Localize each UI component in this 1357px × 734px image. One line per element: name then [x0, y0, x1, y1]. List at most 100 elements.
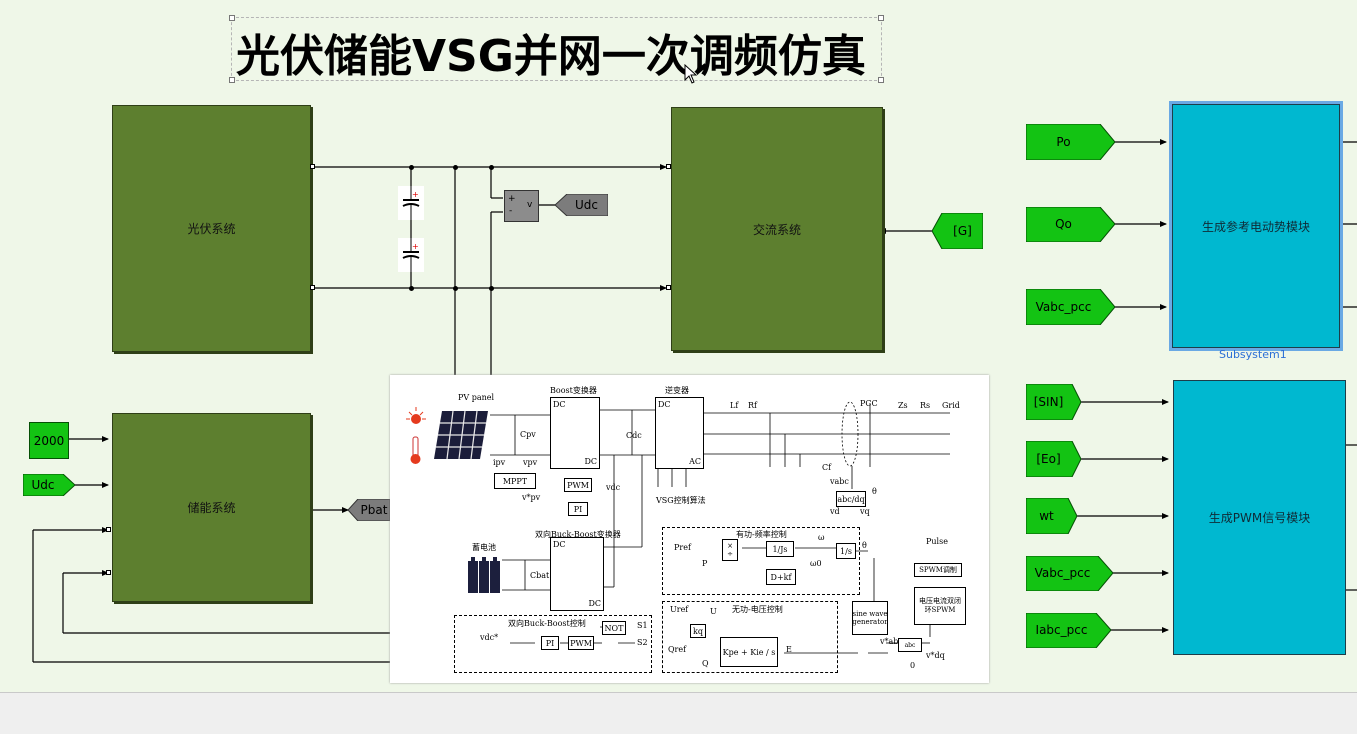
from-wt[interactable]: wt	[1026, 498, 1077, 534]
damping-box: D+kf	[766, 569, 796, 585]
voltage-control-label: 无功-电压控制	[732, 605, 783, 614]
subsystem1-block[interactable]: 生成参考电动势模块	[1169, 101, 1343, 351]
model-title: 光伏储能VSG并网一次调频仿真	[236, 31, 866, 82]
boost-label: Boost变换器	[550, 386, 597, 395]
from-g-label: [G]	[953, 224, 972, 238]
from-qo-label: Qo	[1055, 217, 1072, 231]
port[interactable]	[666, 164, 671, 169]
storage-system-block[interactable]: 储能系统	[112, 413, 311, 602]
uref-label: Uref	[670, 605, 689, 614]
resize-handle[interactable]	[878, 77, 884, 83]
mppt-box: MPPT	[494, 473, 536, 489]
voltage-measurement-block[interactable]: + - v	[504, 190, 539, 222]
ac-system-label: 交流系统	[752, 222, 801, 237]
goto-udc[interactable]: Udc	[555, 194, 608, 216]
pi-box-2: PI	[541, 636, 559, 650]
title-annotation[interactable]: 光伏储能VSG并网一次调频仿真	[229, 15, 884, 83]
spwm-label: SPWM调制	[919, 566, 957, 574]
from-iabc-pcc-label: Iabc_pcc	[1035, 623, 1088, 637]
v-label: v	[527, 200, 533, 210]
rf-label: Rf	[748, 401, 757, 410]
battery-label: 蓄电池	[472, 543, 496, 552]
sine-label: sine wave generator	[852, 610, 888, 626]
svg-text:+: +	[412, 242, 419, 251]
e-label: E	[786, 645, 792, 654]
capacitor-block[interactable]: +	[398, 238, 424, 272]
constant-value: 2000	[33, 433, 65, 448]
constant-2000[interactable]: 2000	[29, 422, 69, 459]
frequency-control-label: 有功-频率控制	[736, 530, 787, 539]
kq-label: kq	[693, 626, 703, 636]
grid-label: Grid	[942, 401, 960, 410]
from-po[interactable]: Po	[1026, 124, 1115, 160]
pi-label: PI	[573, 504, 583, 514]
junction-dot	[489, 165, 494, 170]
cpv-label: Cpv	[520, 430, 536, 439]
subsystem1-label: 生成参考电动势模块	[1201, 219, 1310, 234]
from-po-label: Po	[1056, 135, 1071, 149]
cf-label: Cf	[822, 463, 832, 472]
from-g[interactable]: [G]	[932, 213, 983, 249]
dc-label: DC	[553, 540, 566, 549]
junction-dot	[409, 286, 414, 291]
frequency-control-frame	[662, 527, 860, 595]
junction-dot	[453, 286, 458, 291]
goto-pbat-label: Pbat	[360, 503, 388, 517]
goto-pbat[interactable]: Pbat	[348, 499, 390, 521]
theta-label: θ	[862, 541, 867, 550]
s1-label: S1	[637, 621, 648, 630]
omega0-label: ω0	[810, 559, 822, 568]
vdc-label: vdc	[606, 483, 621, 492]
control-diagram-image: PV panel Boost变换器 DC DC Cpv ipv vpv MPPT…	[390, 375, 989, 683]
abc-dq-box-2: abc	[898, 638, 922, 652]
capacitor-block[interactable]: +	[398, 186, 424, 220]
resize-handle[interactable]	[229, 77, 235, 83]
svg-text:+: +	[412, 190, 419, 199]
port[interactable]	[106, 570, 111, 575]
resize-handle[interactable]	[229, 15, 235, 21]
from-vabc-pcc-2-label: Vabc_pcc	[1034, 566, 1091, 580]
from-eo[interactable]: [Eo]	[1026, 441, 1081, 477]
rs-label: Rs	[920, 401, 931, 410]
from-qo[interactable]: Qo	[1026, 207, 1115, 242]
model-canvas[interactable]: 光伏储能VSG并网一次调频仿真 光伏系统 交流系统 储能系统 +	[0, 0, 1357, 692]
mul-label: ×	[727, 542, 733, 550]
port[interactable]	[666, 285, 671, 290]
from-vabc-pcc-2[interactable]: Vabc_pcc	[1026, 556, 1113, 591]
resize-handle[interactable]	[878, 15, 884, 21]
dq-label: dq	[854, 494, 865, 504]
signal-lines	[32, 139, 1357, 663]
q-label: Q	[702, 659, 709, 668]
integrator-label: 1/s	[840, 546, 852, 556]
from-sin[interactable]: [SIN]	[1026, 384, 1081, 420]
pi-box: PI	[568, 502, 588, 516]
mppt-label: MPPT	[502, 476, 528, 486]
ac-system-block[interactable]: 交流系统	[671, 107, 883, 351]
from-iabc-pcc[interactable]: Iabc_pcc	[1026, 613, 1111, 648]
dc-label: DC	[553, 400, 566, 409]
spwm-box: SPWM调制	[914, 563, 962, 577]
zero-label: 0	[910, 661, 916, 670]
port[interactable]	[310, 164, 315, 169]
battery-icon	[468, 557, 500, 593]
lf-label: Lf	[730, 401, 739, 410]
vpv-label: vpv	[523, 458, 538, 467]
from-udc[interactable]: Udc	[23, 474, 75, 496]
zs-label: Zs	[898, 401, 908, 410]
port[interactable]	[106, 527, 111, 532]
not-box: NOT	[602, 621, 626, 635]
from-sin-label: [SIN]	[1033, 395, 1064, 409]
vabc-star-label: v*abc	[880, 637, 903, 646]
omega-label: ω	[818, 533, 825, 542]
damping-label: D+kf	[770, 572, 792, 582]
dc-label: DC	[584, 457, 597, 466]
from-vabc-pcc[interactable]: Vabc_pcc	[1026, 289, 1115, 325]
port[interactable]	[310, 285, 315, 290]
pwm-generator-block[interactable]: 生成PWM信号模块	[1173, 380, 1346, 655]
pv-system-block[interactable]: 光伏系统	[112, 105, 311, 352]
mouse-cursor-icon	[684, 64, 698, 84]
minus-label: -	[509, 206, 513, 216]
abc-dq-box: abc/dq	[836, 491, 866, 507]
vabc-label: vabc	[830, 477, 849, 486]
inertia-label: 1/Js	[772, 544, 788, 554]
